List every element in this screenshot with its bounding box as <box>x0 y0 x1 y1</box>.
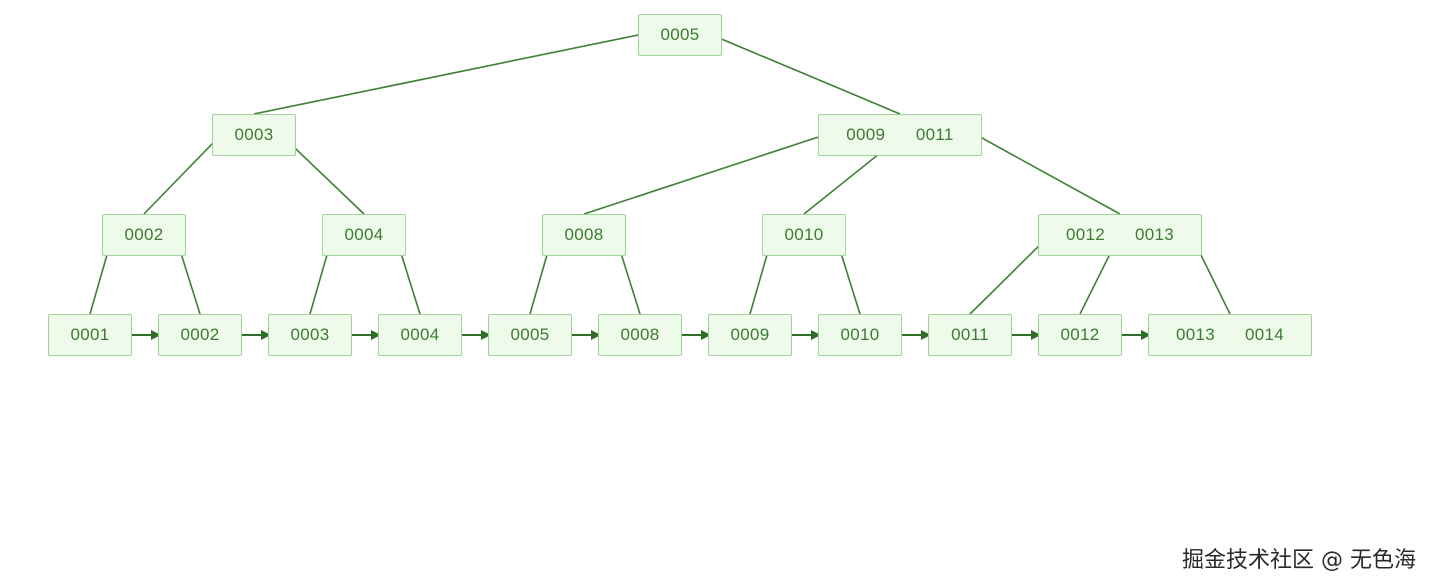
edge-l1-right-to-l2-e <box>979 136 1121 215</box>
edge-root-to-l1-left <box>253 34 639 115</box>
node-key: 0009 <box>846 125 886 144</box>
node-key: 0002 <box>180 325 220 344</box>
node-key: 0013 <box>1134 225 1175 244</box>
tree-node-leaf-2: 0002 <box>158 314 242 356</box>
edge-l1-right-to-l2-c <box>583 136 819 215</box>
node-key: 0005 <box>510 325 550 344</box>
node-key: 0004 <box>400 325 440 344</box>
tree-node-leaf-10: 0012 <box>1038 314 1122 356</box>
tree-node-l1-right: 0009 0011 <box>818 114 982 156</box>
tree-node-l2-c: 0008 <box>542 214 626 256</box>
tree-node-leaf-6: 0008 <box>598 314 682 356</box>
edge-l1-left-to-l2-a <box>143 136 220 215</box>
node-key: 0014 <box>1244 325 1285 344</box>
tree-node-l2-d: 0010 <box>762 214 846 256</box>
edge-l2-e-to-leaf-9 <box>969 236 1049 315</box>
node-key: 0010 <box>784 225 824 244</box>
tree-node-leaf-1: 0001 <box>48 314 132 356</box>
tree-node-l2-b: 0004 <box>322 214 406 256</box>
tree-node-leaf-7: 0009 <box>708 314 792 356</box>
tree-node-leaf-9: 0011 <box>928 314 1012 356</box>
tree-node-l2-e: 0012 0013 <box>1038 214 1202 256</box>
node-key: 0010 <box>840 325 880 344</box>
node-key: 0009 <box>730 325 770 344</box>
edge-l1-left-to-l2-b <box>282 136 365 215</box>
node-key: 0008 <box>564 225 604 244</box>
node-key: 0011 <box>915 125 954 144</box>
node-key: 0011 <box>951 325 989 344</box>
tree-node-leaf-8: 0010 <box>818 314 902 356</box>
edge-root-to-l1-right <box>711 34 901 115</box>
tree-node-leaf-4: 0004 <box>378 314 462 356</box>
node-key: 0003 <box>234 125 274 144</box>
node-key: 0004 <box>344 225 384 244</box>
tree-node-l2-a: 0002 <box>102 214 186 256</box>
node-key: 0003 <box>290 325 330 344</box>
node-key: 0005 <box>660 25 700 44</box>
tree-node-leaf-5: 0005 <box>488 314 572 356</box>
node-key: 0012 <box>1065 225 1106 244</box>
tree-node-root: 0005 <box>638 14 722 56</box>
tree-node-leaf-3: 0003 <box>268 314 352 356</box>
node-key: 0002 <box>124 225 164 244</box>
node-key: 0008 <box>620 325 660 344</box>
node-key: 0001 <box>70 325 110 344</box>
node-key: 0013 <box>1175 325 1216 344</box>
tree-node-l1-left: 0003 <box>212 114 296 156</box>
tree-node-leaf-11: 0013 0014 <box>1148 314 1312 356</box>
watermark: 掘金技术社区 @ 无色海 <box>1182 548 1416 573</box>
node-key: 0012 <box>1060 325 1100 344</box>
